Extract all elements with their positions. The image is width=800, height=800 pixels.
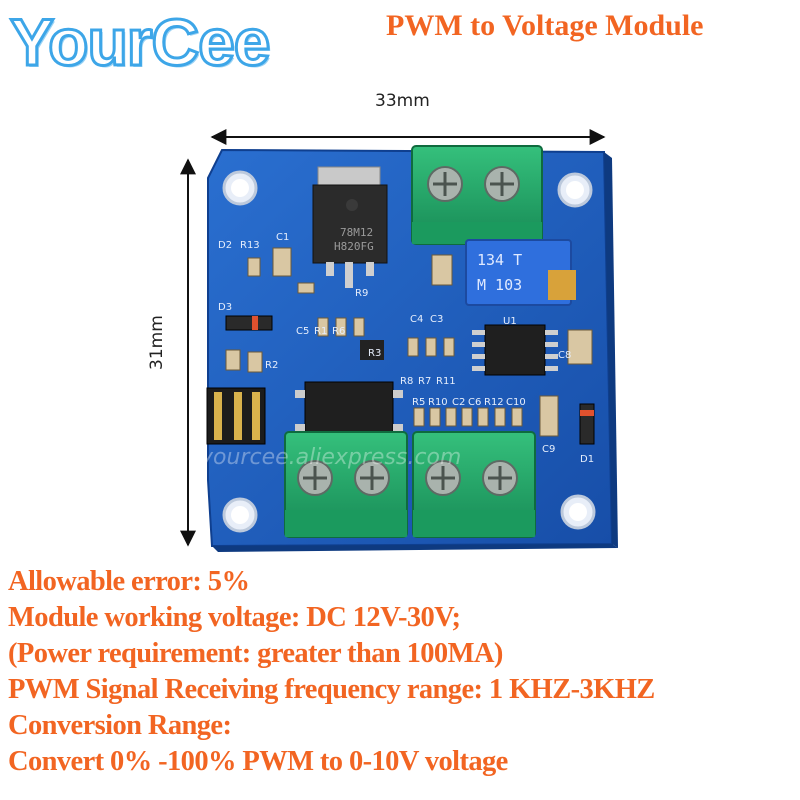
svg-text:C4: C4 (410, 314, 423, 325)
spec-list: Allowable error: 5% Module working volta… (8, 564, 798, 780)
brand-logo: YourCee (9, 4, 273, 81)
svg-text:R8: R8 (400, 376, 413, 387)
svg-text:R1: R1 (314, 326, 327, 337)
svg-text:R9: R9 (355, 288, 368, 299)
svg-text:R13: R13 (240, 240, 260, 251)
svg-text:D3: D3 (218, 302, 232, 313)
svg-text:C6: C6 (468, 397, 481, 408)
bottom-terminal-block-left (284, 431, 408, 538)
potentiometer: 134 T M 103 (465, 239, 576, 306)
svg-text:R11: R11 (436, 376, 456, 387)
bottom-terminal-block-right (412, 431, 536, 538)
smd-components (225, 247, 593, 437)
mounting-hole (222, 170, 596, 533)
svg-text:R3: R3 (368, 348, 381, 359)
svg-text:134 T: 134 T (477, 251, 522, 269)
svg-text:R10: R10 (428, 397, 448, 408)
svg-text:C9: C9 (542, 444, 555, 455)
svg-text:C10: C10 (506, 397, 526, 408)
transistor (360, 340, 384, 360)
regulator-marking: 78M12 (340, 226, 373, 239)
svg-text:R12: R12 (484, 397, 504, 408)
width-dimension-label: 33mm (375, 91, 430, 111)
svg-text:H820FG: H820FG (334, 240, 374, 253)
spec-conversion-range-value: Convert 0% -100% PWM to 0-10V voltage (8, 746, 508, 777)
svg-text:D2: D2 (218, 240, 232, 251)
svg-text:C1: C1 (276, 232, 289, 243)
svg-text:U1: U1 (503, 316, 517, 327)
svg-text:D1: D1 (580, 454, 594, 465)
svg-text:R2: R2 (265, 360, 278, 371)
svg-text:R7: R7 (418, 376, 431, 387)
top-terminal-block (411, 145, 543, 245)
svg-text:C3: C3 (430, 314, 443, 325)
svg-text:C5: C5 (296, 326, 309, 337)
svg-text:C8: C8 (558, 350, 571, 361)
height-dimension-label: 31mm (147, 315, 167, 370)
page-title: PWM to Voltage Module (386, 9, 704, 42)
diode-d3 (225, 315, 273, 331)
svg-text:M 103: M 103 (477, 276, 522, 294)
spec-allowable-error: Allowable error: 5% (8, 566, 250, 597)
pin-header (206, 387, 266, 445)
op-amp-ic (472, 324, 558, 376)
svg-text:C2: C2 (452, 397, 465, 408)
watermark: yourcee.aliexpress.com (199, 445, 461, 470)
svg-text:R5: R5 (412, 397, 425, 408)
spec-frequency-range: PWM Signal Receiving frequency range: 1 … (8, 674, 655, 705)
spec-conversion-range-label: Conversion Range: (8, 710, 232, 741)
svg-text:R6: R6 (332, 326, 345, 337)
spec-power-requirement: (Power requirement: greater than 100MA) (8, 638, 503, 669)
spec-working-voltage: Module working voltage: DC 12V-30V; (8, 602, 461, 633)
voltage-regulator: 78M12 H820FG (312, 166, 388, 288)
